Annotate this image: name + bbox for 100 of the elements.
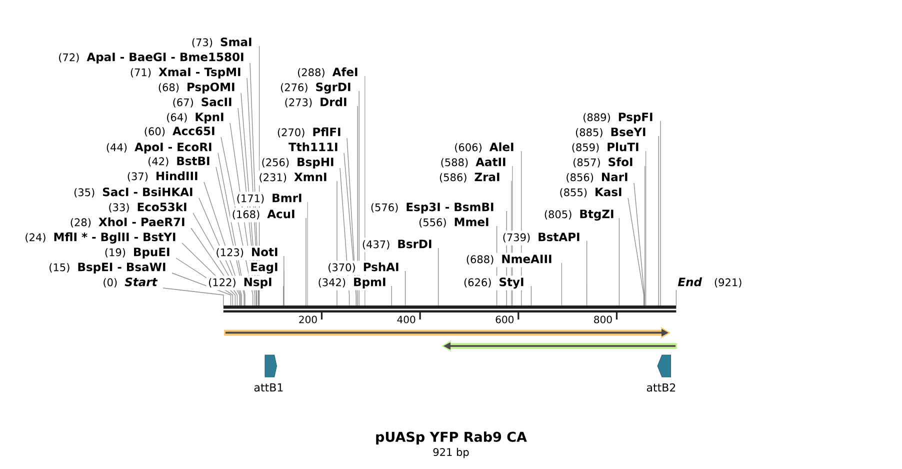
cut-site-label: (123) NotI [216,248,278,258]
scale-label: 800 [594,316,612,324]
feature-band [442,340,677,352]
cut-site-label: (72) ApaI - BaeGI - Bme1580I [59,52,244,64]
sequence-length: 921 bp [433,448,469,458]
cut-site-label: (64) KpnI [167,112,224,124]
leader-line [521,150,522,306]
cut-site-label: (73) SmaI [192,38,252,48]
leader-line [250,62,260,306]
cut-site-label: (67) SacII [173,98,232,108]
leader-line [220,136,254,306]
leader-line [162,288,224,306]
leader-line [246,78,259,306]
leader-line [658,136,659,306]
cut-site-label: (855) KasI [560,188,622,198]
leader-line [391,286,392,306]
leader-line [634,182,645,306]
cut-site-label: (42) BstBI [148,156,210,166]
leader-line [628,198,644,306]
cut-site-label: (576) Esp3I - BsmBI [371,202,494,214]
leader-line [198,198,241,306]
cut-site-label: (19) BpuEI [105,248,170,258]
map-title: pUASp YFP Rab9 CA [376,431,527,445]
cut-site-label: (588) AatII [441,158,506,168]
leader-line [176,258,234,306]
cut-site-label: (35) SacI - BsiHKAI [74,187,192,198]
leader-line [511,180,512,306]
cut-site-label: (28) XhoI - PaeR7I [70,217,184,228]
leader-line [618,218,620,306]
leader-line [660,120,661,306]
leader-line [218,152,246,306]
leader-line [512,166,513,306]
cut-site-label: (885) BseYI [576,128,646,138]
cut-site-label: (586) ZraI [440,172,500,182]
cut-site-label: (276) SgrDI [280,82,350,94]
leader-line [438,248,439,306]
cut-site-label: (342) BpmI [318,278,386,288]
cut-site-label: (168) AcuI [232,210,294,220]
leader-line [240,92,258,306]
leader-line [530,286,532,306]
sequence-line [223,306,676,312]
leader-line [644,166,646,306]
feature-label: attB1 [254,383,283,392]
leader-line [404,270,406,306]
cut-site-label: (688) NmeAIII [466,254,552,264]
cut-site-label: (805) BtgZI [544,210,614,221]
leader-line [645,150,646,306]
leader-line [258,46,260,306]
leader-line [230,122,256,306]
cut-site-label: (0) Start [104,278,158,288]
cut-site-label: (856) NarI [566,172,628,182]
leader-line [192,212,240,306]
cut-site-label: (739) BstAPI [503,232,580,242]
leader-line [506,210,507,306]
cut-site-label: (273) DrdI [285,97,346,108]
leader-line [364,76,366,306]
scale-label: 600 [496,316,514,324]
leader-line [357,106,358,306]
scale-label: 400 [397,316,416,324]
leader-line [561,262,562,306]
cut-site-label: (288) AfeI [298,67,358,78]
leader-line [182,242,236,306]
cut-site-label: (231) XmnI [260,172,326,182]
leader-line [586,240,588,306]
leader-line [336,180,338,306]
cut-site-label: (68) PspOMI [158,82,234,94]
cut-site-label: (370) PshAI [328,262,398,272]
cut-site-label: (71) XmaI - TspMI [130,68,240,78]
cut-site-label: (122) NspI [208,278,272,288]
leader-line [496,226,498,306]
leader-line [204,182,242,306]
feature-label: attB2 [646,383,676,392]
leader-line [307,202,308,306]
cut-site-label: EagI [251,262,278,274]
leader-line [676,290,677,306]
cut-site-label: (24) MflI * - BglII - BstYI [26,232,176,244]
scale-label: 200 [299,316,317,324]
cut-site-label: (60) Acc65I [144,126,214,136]
leader-line [190,228,238,306]
feature-band [224,326,670,339]
cut-site-label: (859) PluTI [572,142,638,152]
cut-site-label: (606) AleI [455,142,514,152]
cut-site-label: (857) SfoI [574,157,632,168]
cut-site-label: (437) BsrDI [362,240,432,250]
leader-line [216,166,244,306]
cut-site-label: (15) BspEI - BsaWI [50,262,166,274]
cut-site-label: Tth111I [288,142,338,152]
cut-site-label: (270) PflFI [278,127,340,138]
cut-site-label: (889) PspFI [584,112,652,124]
leader-line [344,152,357,306]
leader-line [238,108,257,306]
cut-site-label: (256) BspHI [262,158,334,168]
leader-line [172,272,232,306]
cut-site-label: (171) BmrI [237,194,302,204]
cut-site-label: (556) MmeI [419,218,488,228]
cut-site-label: (626) StyI [464,278,524,289]
leader-line [340,168,350,306]
cut-site-label: (44) ApoI - EcoRI [106,142,212,154]
cut-site-label: (33) Eco53kI [109,202,186,212]
leader-line [283,286,284,306]
